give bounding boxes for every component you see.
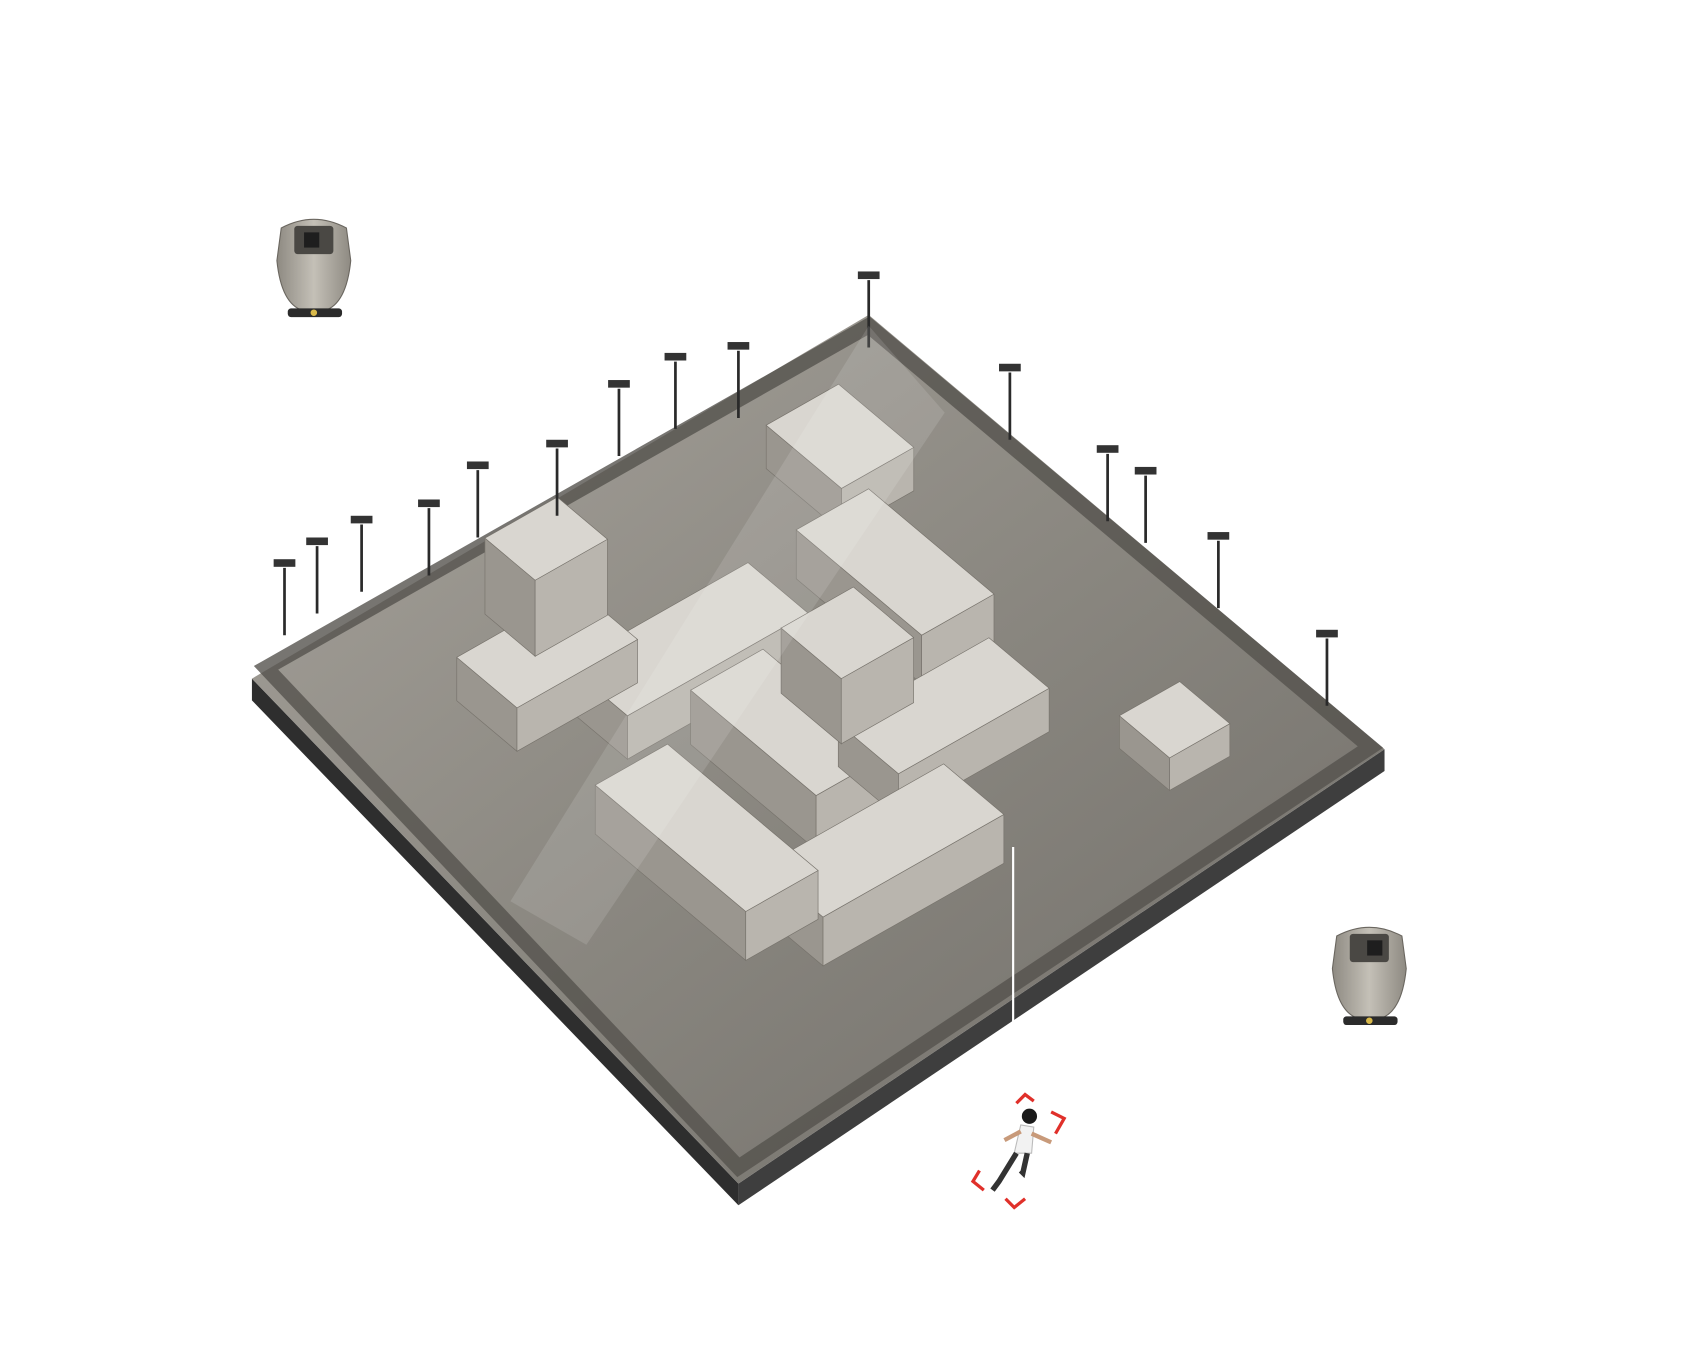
floodlight-lamp — [1207, 532, 1230, 540]
platform-left-wall — [251, 678, 739, 1206]
surveillance-camera-icon — [1331, 926, 1407, 1026]
floodlight-lamp — [999, 363, 1021, 372]
floodlight-lamp — [466, 461, 489, 470]
floodlight-lamp — [350, 515, 373, 524]
surveillance-camera-icon — [276, 218, 352, 318]
light-beam — [510, 325, 945, 945]
detected-intruder — [970, 1092, 1067, 1210]
building-face — [1118, 681, 1231, 759]
floodlight-lamp — [306, 537, 328, 546]
floodlight-lamp — [1134, 466, 1157, 475]
detection-bracket-icon — [970, 1092, 1067, 1210]
building-face — [484, 496, 609, 581]
building-face — [594, 743, 819, 912]
floodlight-lamp — [273, 559, 296, 567]
building-face — [795, 488, 995, 636]
floodlight-lamp — [1096, 445, 1119, 453]
building-face — [762, 763, 1005, 918]
floodlight-poles — [273, 271, 1338, 706]
platform-right-wall — [738, 749, 1385, 1206]
building-face — [765, 383, 915, 489]
running-person-icon — [990, 1108, 1053, 1192]
floodlight-lamp — [418, 499, 440, 508]
floodlight-lamp — [727, 342, 750, 350]
prison-buildings — [456, 383, 1231, 967]
floodlight-lamp — [608, 380, 630, 388]
perimeter-fence — [253, 316, 1384, 1178]
floodlight-lamp — [546, 439, 568, 448]
floodlight-lamp — [1316, 629, 1338, 638]
building-face — [780, 586, 915, 680]
floodlight-lamp — [664, 352, 687, 361]
floodlight-lamp — [857, 271, 880, 280]
